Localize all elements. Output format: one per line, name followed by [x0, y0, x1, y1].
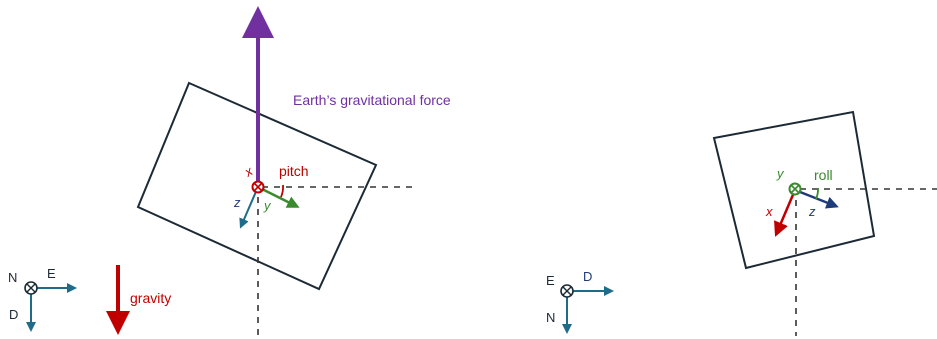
left-axis-x-label: x — [241, 163, 255, 180]
right-axis-y-label: y — [776, 166, 785, 181]
left-ref-d-label: D — [9, 307, 18, 322]
right-axis-x-label: x — [765, 204, 773, 219]
left-y-axis-arrow — [257, 185, 300, 208]
left-axis-y-label: y — [263, 198, 272, 213]
left-ref-e-label: E — [47, 266, 56, 281]
right-ref-e-label: E — [546, 273, 555, 288]
right-y-axis-cross-b — [790, 184, 800, 194]
right-ref-d-label: D — [583, 269, 592, 284]
right-panel: y x z roll E D N — [546, 110, 937, 336]
roll-arc — [815, 187, 819, 200]
left-panel: Earth’s gravitational force x y z pitch … — [8, 6, 451, 336]
roll-label: roll — [814, 167, 833, 183]
right-body-box — [712, 110, 876, 270]
left-ref-n-label: N — [8, 270, 17, 285]
right-x-axis-arrow — [774, 189, 797, 237]
right-ref-n-label: N — [546, 310, 555, 325]
gravity-label: gravity — [130, 290, 171, 306]
left-z-axis-arrow — [239, 186, 259, 229]
left-ref-cross-b — [26, 283, 36, 293]
right-ref-cross-b — [562, 286, 572, 296]
left-x-axis-cross-b — [253, 182, 263, 192]
pitch-label: pitch — [279, 163, 309, 179]
right-z-axis-arrow — [794, 188, 839, 209]
pitch-arc — [280, 184, 284, 198]
earth-force-label: Earth’s gravitational force — [293, 92, 451, 108]
right-axis-z-label: z — [808, 204, 816, 219]
left-axis-z-label: z — [233, 195, 241, 210]
left-body-box — [136, 81, 378, 291]
